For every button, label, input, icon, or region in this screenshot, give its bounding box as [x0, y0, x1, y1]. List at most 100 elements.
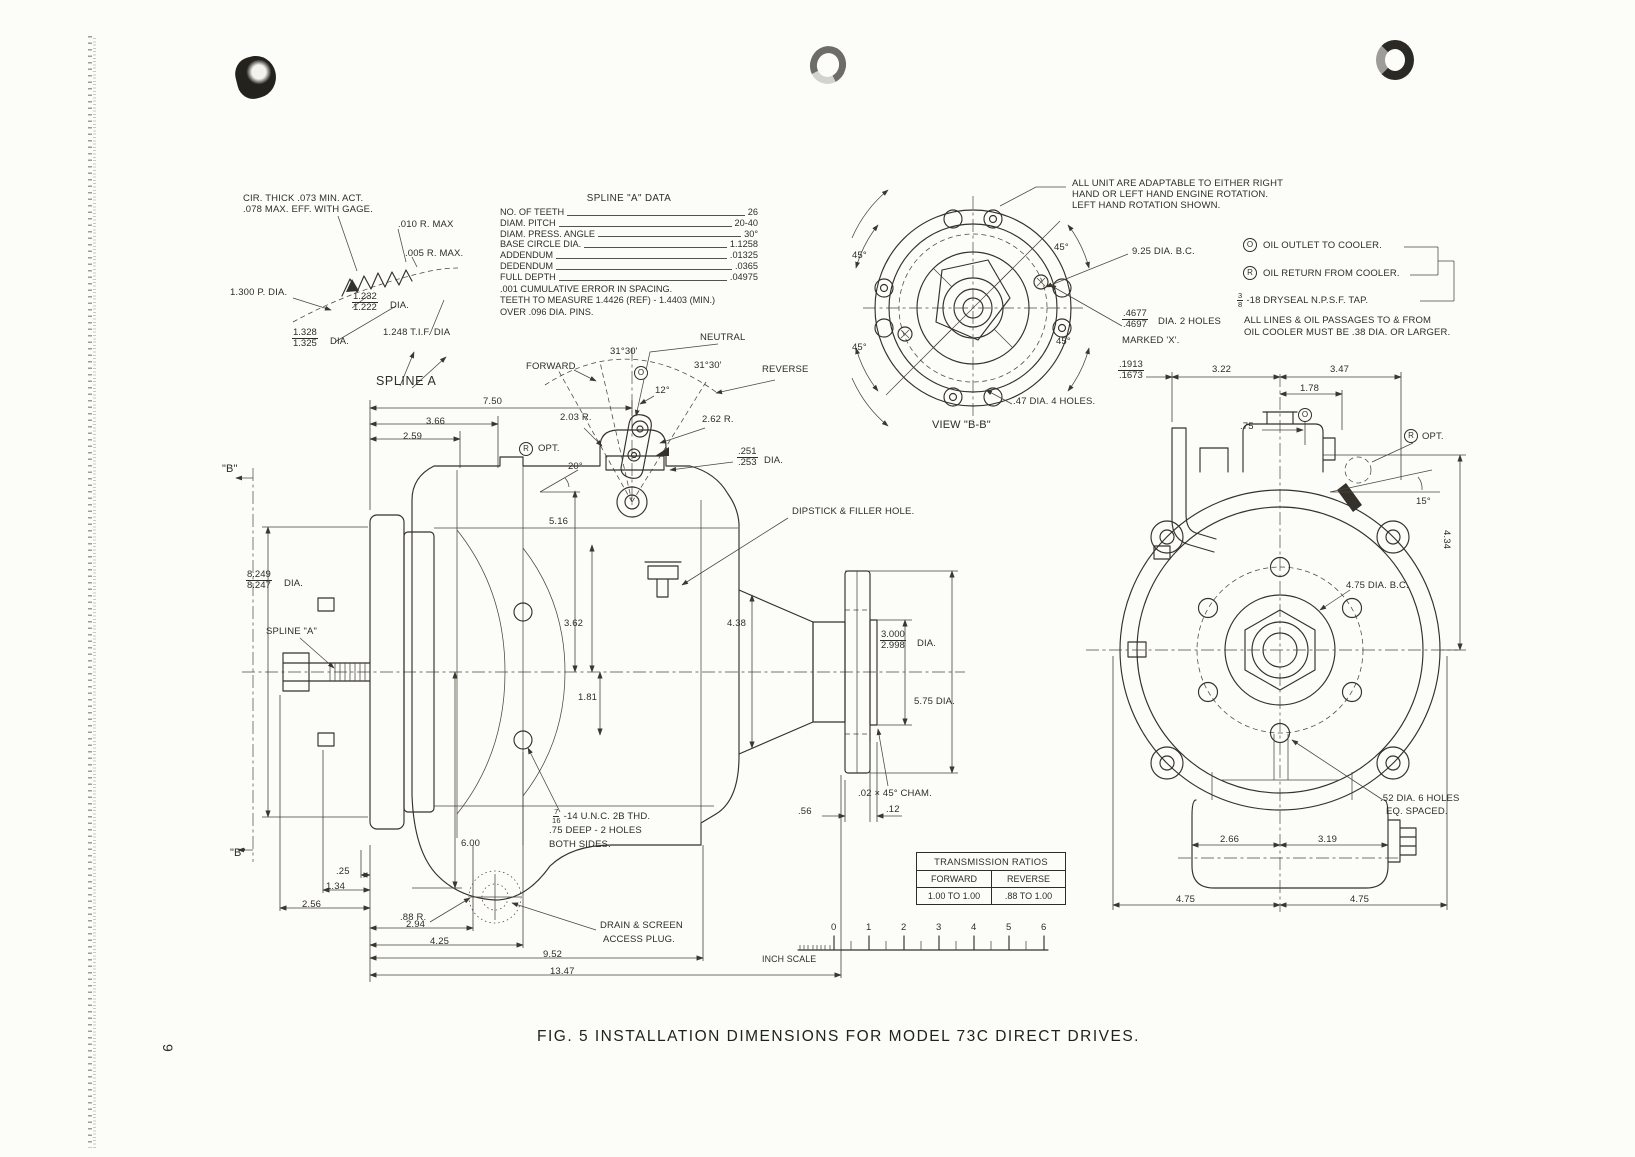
dim-1328-suffix: DIA.	[330, 336, 350, 347]
dim-3-66: 3.66	[426, 416, 446, 427]
dim-4-34: 4.34	[1441, 530, 1452, 550]
dim-52-6-holes-line2: EQ. SPACED.	[1386, 806, 1448, 817]
spline-a-title: SPLINE A	[376, 374, 437, 388]
dim-52-6-holes-line1: .52 DIA. 6 HOLES	[1380, 793, 1460, 804]
spline-data-note3: OVER .096 DIA. PINS.	[500, 306, 594, 317]
section-letter-b-top: "B"	[222, 463, 238, 475]
label-spline-a-shaft: SPLINE "A"	[266, 626, 318, 637]
spline-data-row: FULL DEPTH.04975	[500, 271, 758, 282]
punch-hole-mark-right	[1376, 40, 1414, 80]
section-letter-b-bottom: "B"	[230, 847, 246, 859]
dim-2-56: 2.56	[302, 899, 322, 910]
scale-tick-0: 0	[831, 922, 837, 933]
thread-spec-line2: .75 DEEP - 2 HOLES	[549, 825, 642, 836]
dim-475-bc: 4.75 DIA. B.C.	[1346, 580, 1409, 591]
note-oil-lines1: ALL LINES & OIL PASSAGES TO & FROM	[1244, 315, 1432, 326]
note-oil-lines2: OIL COOLER MUST BE .38 DIA. OR LARGER.	[1244, 327, 1451, 338]
angle-12: 12°	[655, 385, 670, 396]
ratios-reverse-value: .88 TO 1.00	[991, 888, 1065, 904]
dim-pitch-dia: 1.300 P. DIA.	[230, 287, 288, 298]
angle-45-upper-left: 45°	[852, 250, 867, 261]
shift-lever-detail	[369, 343, 776, 518]
note-rotation-line3: LEFT HAND ROTATION SHOWN.	[1072, 200, 1221, 211]
angle-45-lower-left: 45°	[852, 342, 867, 353]
oil-outlet-port-end-symbol: O	[1298, 408, 1312, 422]
spline-data-row: ADDENDUM.01325	[500, 250, 758, 261]
dim-9-52: 9.52	[543, 949, 563, 960]
label-drain-line2: ACCESS PLUG.	[603, 934, 676, 945]
label-marked-x: MARKED 'X'.	[1122, 335, 1180, 346]
side-view-linework	[242, 429, 965, 924]
label-neutral: NEUTRAL	[700, 332, 746, 343]
dim-2-94: 2.94	[406, 919, 426, 930]
oil-return-symbol: R	[1243, 266, 1257, 280]
spline-data-title: SPLINE "A" DATA	[586, 193, 672, 204]
side-view-dimensions	[262, 490, 958, 982]
dim-4677-4697: .4677.4697	[1122, 308, 1148, 330]
dim-8249-suffix: DIA.	[284, 578, 304, 589]
dim-1-78: 1.78	[1300, 383, 1320, 394]
dim-3000-suffix: DIA.	[917, 638, 937, 649]
dim-4677-suffix: DIA. 2 HOLES	[1158, 316, 1222, 327]
dim-56: .56	[798, 806, 812, 817]
ratios-col-forward: FORWARD	[931, 874, 977, 884]
dim-925-bc: 9.25 DIA. B.C.	[1132, 246, 1195, 257]
dim-88-r: .88 R.	[400, 912, 427, 923]
angle-20: 20°	[568, 461, 583, 472]
thread-spec-line3: BOTH SIDES.	[549, 839, 611, 850]
angle-15: 15°	[1416, 496, 1431, 507]
transmission-ratios-table: TRANSMISSION RATIOS FORWARD REVERSE 1.00…	[916, 852, 1066, 905]
dim-2-03-r: 2.03 R.	[560, 412, 592, 423]
dim-12: .12	[886, 804, 900, 815]
dim-2-62-r: 2.62 R.	[702, 414, 734, 425]
scale-tick-5: 5	[1006, 922, 1012, 933]
label-dipstick: DIPSTICK & FILLER HOLE.	[792, 506, 915, 517]
dim-4-75-right: 4.75	[1350, 894, 1370, 905]
binding-edge-scan-noise	[88, 36, 97, 1148]
dim-4-25: 4.25	[430, 936, 450, 947]
dim-2-59: 2.59	[403, 431, 423, 442]
dim-25: .25	[336, 866, 350, 877]
spline-data-row: DEDENDUM.0365	[500, 260, 758, 271]
angle-45-upper-right: 45°	[1054, 242, 1069, 253]
dim-2-66: 2.66	[1220, 834, 1240, 845]
ratios-forward-value: 1.00 TO 1.00	[927, 891, 981, 901]
spline-data-row: BASE CIRCLE DIA.1.1258	[500, 239, 758, 250]
spline-data-note2: TEETH TO MEASURE 1.4426 (REF) - 1.4403 (…	[500, 295, 716, 306]
end-view-linework	[1086, 372, 1466, 912]
inch-scale-ruler	[797, 935, 1049, 951]
dim-1-81: 1.81	[578, 692, 598, 703]
note-oil-return: OIL RETURN FROM COOLER.	[1263, 268, 1400, 279]
note-rotation-line1: ALL UNIT ARE ADAPTABLE TO EITHER RIGHT	[1072, 178, 1284, 189]
view-bb-title: VIEW "B-B"	[932, 419, 991, 431]
dim-251-253-dia: .251.253	[737, 446, 758, 468]
dim-005-r-max: .005 R. MAX.	[405, 248, 464, 259]
dim-tif-dia: 1.248 T.I.F. DIA	[383, 327, 451, 338]
dim-7-50: 7.50	[483, 396, 503, 407]
label-opt: OPT.	[538, 443, 560, 454]
scale-tick-6: 6	[1041, 922, 1047, 933]
dim-3-47: 3.47	[1330, 364, 1350, 375]
dim-3-19: 3.19	[1318, 834, 1338, 845]
dim-3-62: 3.62	[564, 618, 584, 629]
dim-010-r-max: .010 R. MAX	[398, 219, 454, 230]
dim-4-75-left: 4.75	[1176, 894, 1196, 905]
dim-3-22: 3.22	[1212, 364, 1232, 375]
figure-caption: FIG. 5 INSTALLATION DIMENSIONS FOR MODEL…	[537, 1028, 1140, 1045]
dim-1-34: 1.34	[326, 881, 346, 892]
label-forward: FORWARD	[526, 361, 576, 372]
oil-return-opt-end-symbol: R	[1404, 429, 1418, 443]
angle-31-30-reverse: 31°30'	[694, 360, 722, 371]
label-opt-end: OPT.	[1422, 431, 1444, 442]
dim-1913-1673: .1913.1673	[1118, 359, 1144, 381]
dim-6-00: 6.00	[461, 838, 481, 849]
page-number: 9	[160, 1044, 176, 1052]
